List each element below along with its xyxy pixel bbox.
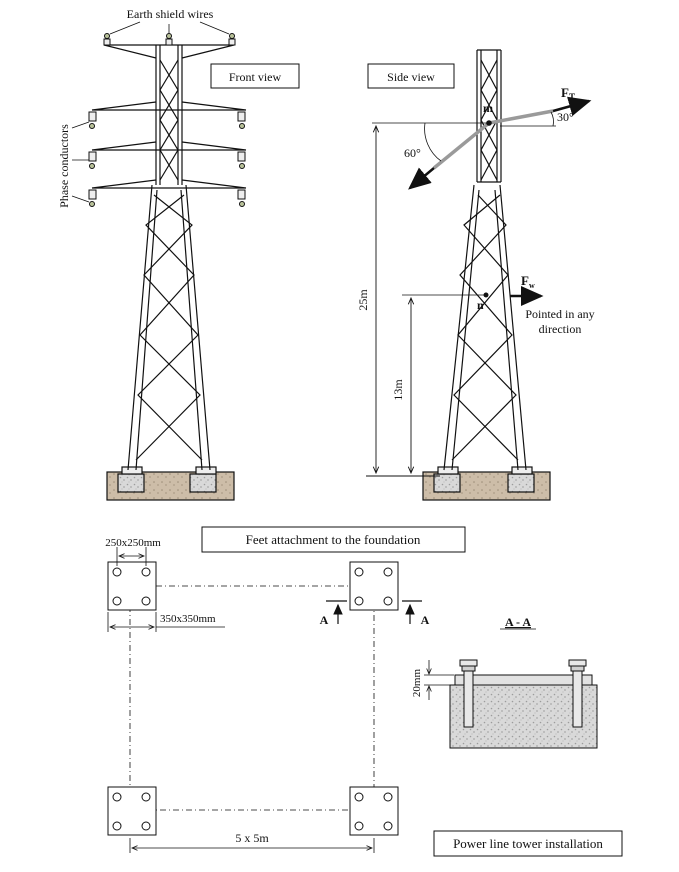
force-w-label: Fw [521, 273, 535, 290]
section-a-left-label: A [320, 613, 329, 627]
side-view-box [367, 63, 455, 89]
side-view-label: Side view [387, 70, 435, 84]
section-aa-detail [424, 659, 598, 749]
pointed-any-direction-line1: Pointed in any [525, 307, 594, 321]
section-a-right-label: A [421, 613, 430, 627]
height-13m-label: 13m [391, 379, 405, 401]
plate-350-label: 350x350mm [160, 613, 216, 625]
section-cut-marks [326, 600, 422, 624]
earth-shield-wires-label: Earth shield wires [127, 7, 214, 21]
front-view-tower [91, 44, 247, 501]
phase-conductors-label: Phase conductors [57, 124, 71, 208]
front-view-box [210, 63, 300, 89]
phase-conductor-insulators [71, 111, 246, 207]
point-m-label: m [483, 101, 493, 115]
feet-attachment-box [201, 526, 466, 553]
angle-60-label: 60° [404, 146, 421, 160]
height-25m-label: 25m [356, 289, 370, 311]
shield-wire-insulators [103, 21, 236, 46]
front-footing-right [189, 473, 217, 493]
section-title: A - A [505, 615, 531, 629]
front-footing-left [117, 473, 145, 493]
installation-title-box [433, 830, 623, 857]
point-n-label: n [477, 298, 484, 312]
angle-30-label: 30° [557, 110, 574, 124]
feet-attachment-label: Feet attachment to the foundation [246, 532, 421, 547]
base-plates [107, 561, 399, 836]
plate-250-label: 250x250mm [105, 537, 161, 549]
side-view-tower [422, 49, 551, 501]
tower-footprint-outline [129, 585, 375, 811]
force-t-label: FT [561, 85, 575, 102]
installation-title-label: Power line tower installation [453, 836, 603, 851]
plate-dimensions [107, 547, 375, 853]
grid-5x5-label: 5 x 5m [235, 831, 269, 845]
force-lines [372, 96, 592, 306]
thickness-20mm-label: 20mm [411, 669, 423, 698]
pointed-any-direction-line2: direction [539, 322, 582, 336]
height-dimensions [366, 126, 440, 477]
section-base-plate [454, 674, 593, 686]
front-view-label: Front view [229, 70, 282, 84]
